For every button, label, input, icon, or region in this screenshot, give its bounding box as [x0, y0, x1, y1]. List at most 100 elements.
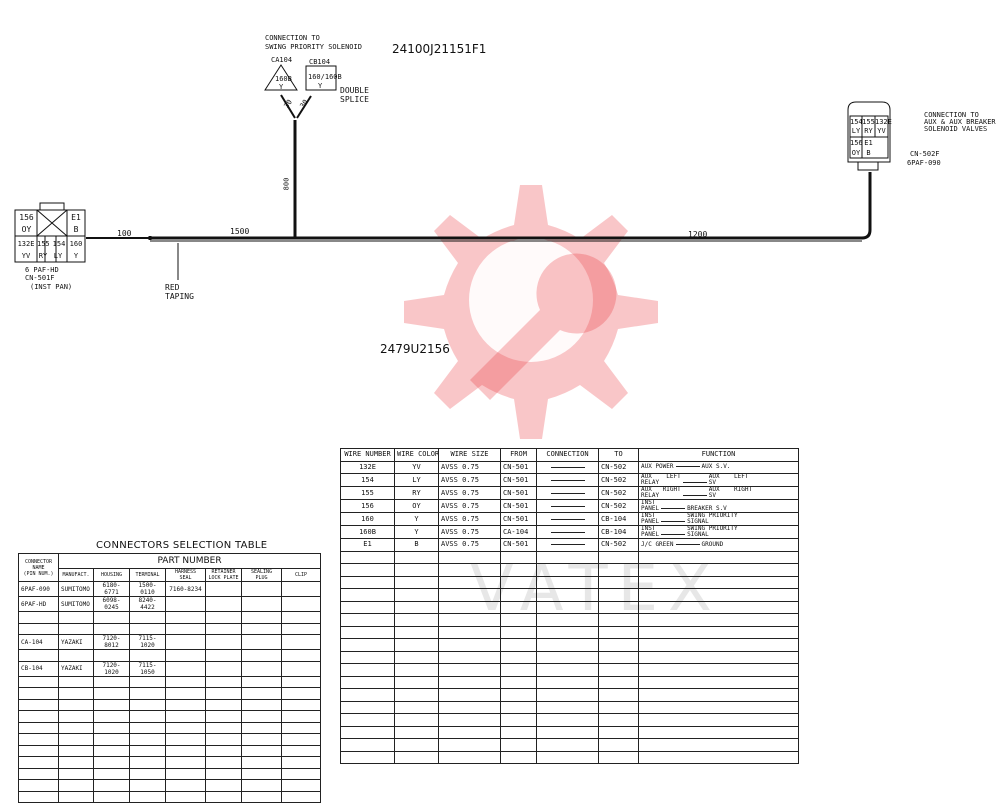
- connector-cn502f-body: [847, 101, 891, 163]
- connectors-table-group-row: CONNECTOR NAME (PIN NUM.) PART NUMBER: [18, 553, 322, 582]
- connectors-table-cell: [205, 611, 242, 624]
- wire-to-cell: CN-502: [598, 486, 639, 500]
- connectors-table-cell: [241, 687, 282, 700]
- wire-connection-cell: [536, 499, 599, 513]
- wire-connection-cell: [536, 486, 599, 500]
- connectors-table-cell: [280, 744, 322, 757]
- connectors-table-cell: [18, 721, 59, 734]
- wire-table-empty-cell: [394, 688, 439, 702]
- connectors-table-cell: [58, 790, 94, 803]
- wire-table-empty-cell: [394, 638, 439, 652]
- wire-color-cell: LY: [394, 473, 439, 487]
- segment-length-800: 800: [282, 177, 291, 191]
- connectors-table-cell: YAZAKI: [58, 660, 94, 677]
- connectors-table-cell: 6098-0245: [93, 596, 130, 612]
- wire-function-cell: AUX POWER AUX S.V.: [638, 460, 799, 474]
- wire-table-empty-cell: [536, 725, 599, 739]
- connectors-table-cell: [93, 675, 130, 688]
- wire-table-empty-cell: [536, 688, 599, 702]
- connectors-table-header-cell: MANUFACT.: [58, 568, 94, 582]
- connectors-table-cell: [205, 675, 242, 688]
- connectors-table-cell: 1500-0110: [129, 581, 166, 597]
- connector-cn502f-type: 6PAF-090: [907, 159, 941, 167]
- wire-table-empty-cell: [638, 625, 799, 639]
- connectors-table-cell: [241, 767, 282, 780]
- wire-table-empty-cell: [638, 575, 799, 589]
- connectors-table-cell: [93, 698, 130, 711]
- connectors-table-cell: [241, 779, 282, 792]
- connectors-table-cell: SUMITOMO: [58, 581, 94, 597]
- wire-size-cell: AVSS 0.75: [438, 460, 501, 474]
- wire-color-cell: B: [394, 538, 439, 552]
- connectors-table-part-number-header: PART NUMBER: [57, 553, 322, 569]
- connectors-table-header-cell: TERMINAL: [129, 568, 166, 582]
- connectors-table-cell: [280, 660, 322, 677]
- wire-size-cell: AVSS 0.75: [438, 538, 501, 552]
- wire-table-empty-cell: [536, 550, 599, 564]
- cn502f-pin-e1: E1: [864, 139, 873, 147]
- connection-aux-label-1: CONNECTION TO: [924, 111, 979, 119]
- connectors-table-cell: [280, 779, 322, 792]
- wire-function-left: AUX POWER: [641, 463, 674, 471]
- connector-cb104-body: [305, 65, 337, 91]
- wire-table-empty-row: [340, 663, 799, 677]
- wire-color-cell: Y: [394, 525, 439, 539]
- connectors-table-cell: [165, 756, 206, 769]
- wire-table-empty-cell: [500, 600, 537, 614]
- connectors-table-cell: [93, 710, 130, 723]
- connectors-table-cell: [280, 733, 322, 746]
- connectors-table-cell: [93, 649, 130, 662]
- wire-connection-cell: [536, 473, 599, 487]
- connectors-table-cell: [165, 687, 206, 700]
- wire-table-empty-row: [340, 625, 799, 639]
- wire-connection-cell: [536, 512, 599, 526]
- connectors-table-row: [18, 649, 322, 662]
- wire-table-empty-cell: [536, 588, 599, 602]
- connectors-table-cell: [280, 611, 322, 624]
- connectors-table-cell: 7115- 1020: [129, 634, 166, 650]
- wire-table-empty-cell: [500, 738, 537, 752]
- wire-table-empty-cell: [340, 650, 395, 664]
- wire-table-empty-cell: [438, 738, 501, 752]
- wire-table-empty-row: [340, 738, 799, 752]
- wire-table-empty-cell: [638, 750, 799, 764]
- wire-to-cell: CN-502: [598, 460, 639, 474]
- cn501f-color-y: Y: [73, 252, 79, 260]
- connectors-table-cell: [280, 698, 322, 711]
- wire-table-empty-cell: [536, 625, 599, 639]
- cn502f-color-oy: OY: [851, 149, 861, 157]
- cn502f-color-ly: LY: [851, 127, 861, 135]
- connectors-table-cell: [18, 779, 59, 792]
- cn501f-pin-155: 155: [37, 240, 50, 248]
- wire-table-empty-cell: [438, 750, 501, 764]
- wire-table-empty-cell: [438, 700, 501, 714]
- connectors-table-cell: [165, 721, 206, 734]
- wire-table-empty-row: [340, 588, 799, 602]
- wire-table-empty-cell: [394, 675, 439, 689]
- wire-function-left: INST PANEL: [641, 525, 660, 538]
- wire-function-cell: AUX RIGHT RELAYAUX RIGHT SV: [638, 486, 799, 500]
- wire-color-cell: RY: [394, 486, 439, 500]
- connectors-table-cell: [58, 733, 94, 746]
- wire-number-cell: 155: [340, 486, 395, 500]
- connectors-table-cell: [129, 790, 166, 803]
- connectors-table-cell: [93, 756, 130, 769]
- connectors-table-row: [18, 675, 322, 688]
- wire-table-empty-cell: [638, 600, 799, 614]
- wire-function-right: GROUND: [701, 540, 724, 548]
- wire-function-right: SWING PRIORITY SIGNAL: [687, 525, 738, 538]
- wire-number-cell: 156: [340, 499, 395, 513]
- cn501f-pin-132e: 132E: [17, 240, 35, 248]
- splice-branch-right: [296, 95, 312, 119]
- wire-function-right: AUX S.V.: [701, 463, 731, 471]
- wire-table-empty-cell: [438, 688, 501, 702]
- wire-table-empty-cell: [340, 563, 395, 577]
- wire-table-header-cell: WIRE NUMBER: [340, 448, 395, 462]
- wire-function-left: AUX LEFT RELAY: [641, 473, 681, 486]
